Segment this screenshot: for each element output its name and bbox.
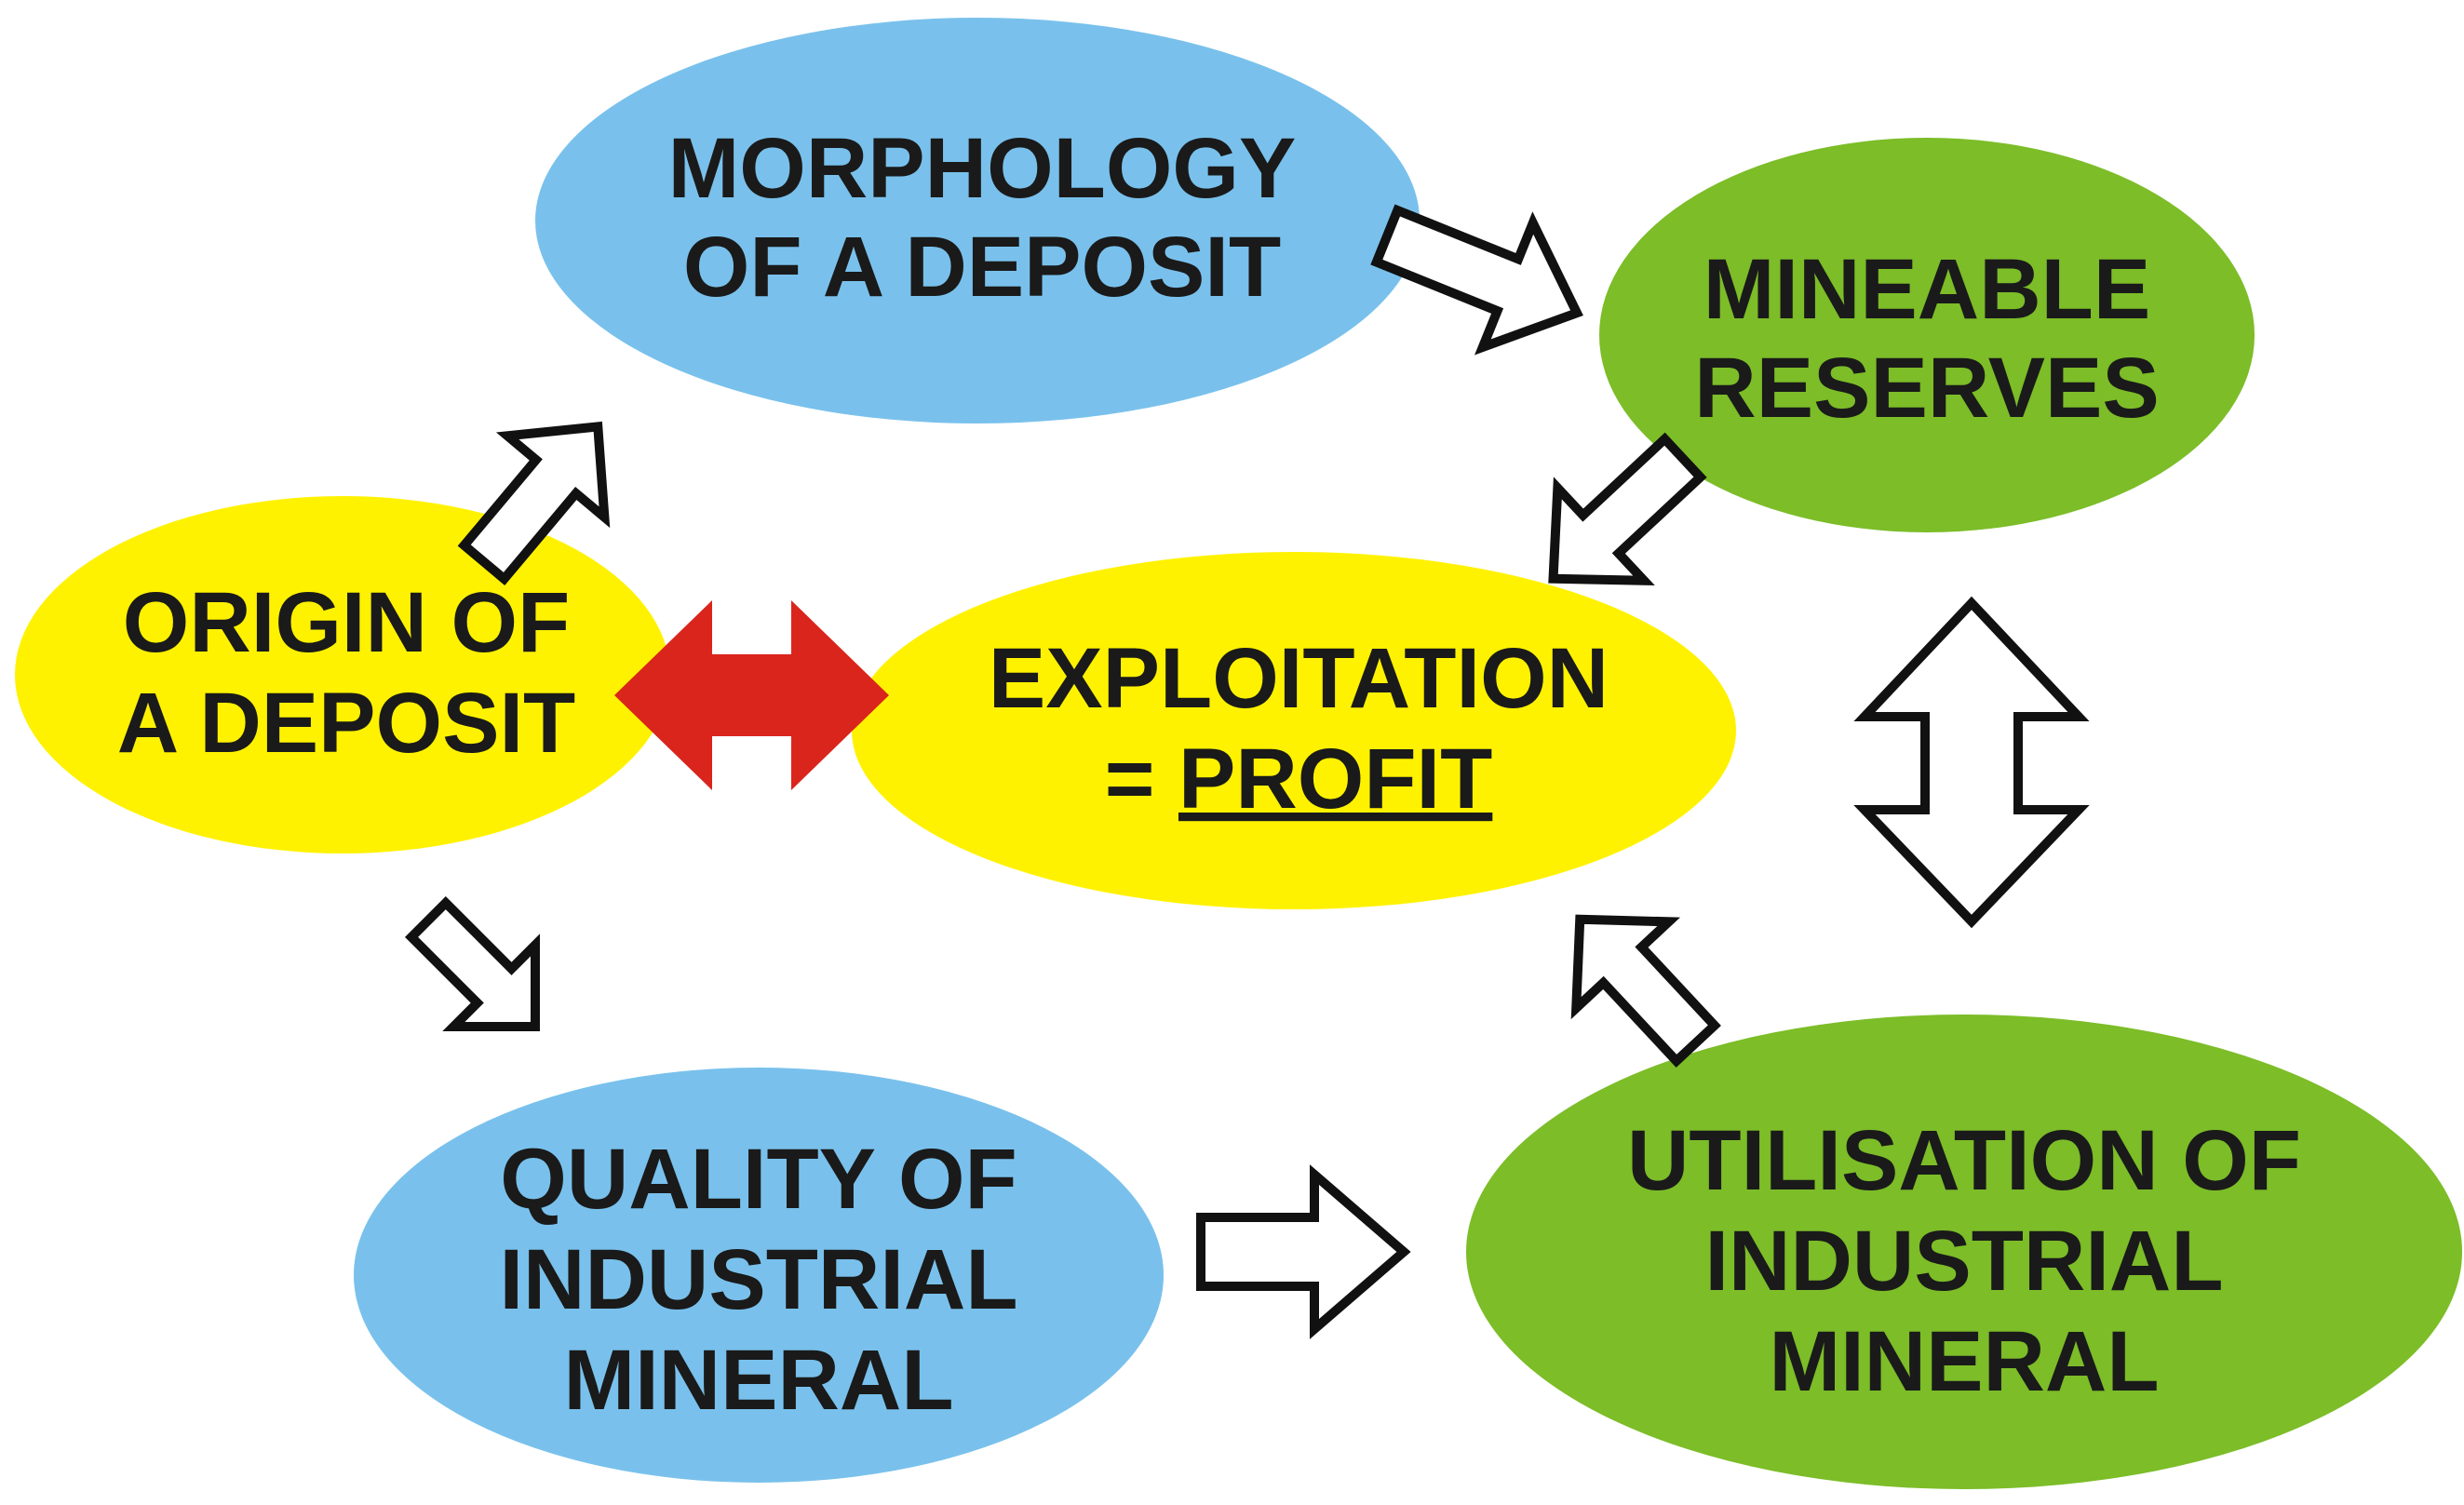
- mineable-label-line1: MINEABLE: [1703, 242, 2150, 337]
- quality-label-line3: MINERAL: [563, 1333, 953, 1428]
- quality-node: [354, 1068, 1164, 1483]
- origin-label-line1: ORIGIN OF: [123, 575, 570, 670]
- double-arrow-mineable-utilisation: [1853, 596, 2090, 929]
- arrow-origin-to-quality: [404, 895, 540, 1031]
- morphology-label-line2: OF A DEPOSIT: [683, 220, 1281, 315]
- arrow-origin-to-morphology: [457, 421, 611, 585]
- mineable-reserves-node: [1599, 138, 2255, 532]
- exploitation-label-line2: = PROFIT: [1105, 732, 1493, 826]
- arrow-morphology-to-mineable: [1370, 204, 1583, 356]
- morphology-label-line1: MORPHOLOGY: [668, 121, 1297, 216]
- utilisation-label-line2: INDUSTRIAL: [1704, 1214, 2223, 1309]
- double-arrow-origin-exploitation: [614, 600, 889, 790]
- exploitation-node: [852, 552, 1736, 909]
- quality-label-line2: INDUSTRIAL: [499, 1232, 1017, 1327]
- quality-label-line1: QUALITY OF: [500, 1132, 1017, 1227]
- arrow-quality-to-utilisation: [1196, 1164, 1411, 1339]
- utilisation-label-line1: UTILISATION OF: [1627, 1113, 2301, 1208]
- arrow-utilisation-to-exploitation: [1570, 914, 1721, 1068]
- arrow-mineable-to-exploitation: [1548, 432, 1707, 586]
- mineable-label-line2: RESERVES: [1694, 341, 2159, 436]
- utilisation-node: [1466, 1015, 2462, 1489]
- exploitation-equals: =: [1105, 732, 1178, 826]
- exploitation-label-line1: EXPLOITATION: [989, 631, 1609, 726]
- profit-emphasis: PROFIT: [1178, 732, 1492, 826]
- utilisation-label-line3: MINERAL: [1769, 1314, 2159, 1409]
- origin-node: [15, 496, 670, 853]
- origin-label-line2: A DEPOSIT: [117, 676, 575, 771]
- morphology-node: [535, 18, 1420, 423]
